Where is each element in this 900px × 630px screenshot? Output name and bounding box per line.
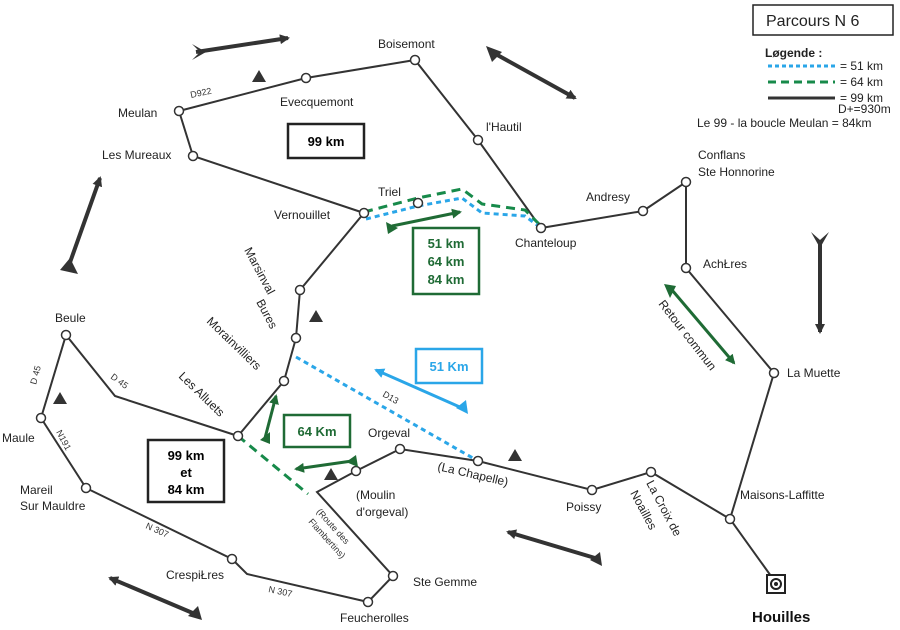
variant-arrows	[260, 208, 736, 473]
place-poissy: Poissy	[566, 500, 601, 514]
box-99-84km: 99 km et 84 km	[146, 438, 226, 504]
place-morainvilliers: Morainvilliers	[204, 314, 264, 373]
place-chanteloup: Chanteloup	[515, 236, 577, 250]
place-orgeval: Orgeval	[368, 426, 410, 440]
place-ste-gemme: Ste Gemme	[413, 575, 477, 589]
place-conflans-2: Ste Honnorine	[698, 165, 775, 179]
climb-markers	[53, 70, 522, 480]
place-beule: Beule	[55, 311, 86, 325]
place-conflans: Conflans	[698, 148, 745, 162]
svg-text:51 km: 51 km	[428, 236, 465, 251]
arrow-south-icon	[811, 232, 829, 334]
place-andresy: Andresy	[586, 190, 630, 204]
box-99km: 99 km	[286, 122, 366, 160]
climb-icon	[324, 468, 338, 480]
place-vernouillet: Vernouillet	[274, 208, 331, 222]
route-51km	[295, 196, 542, 463]
place-crespieres: CrespiŁres	[166, 568, 224, 582]
box-51km: 51 Km	[414, 347, 484, 385]
road-d922: D922	[189, 86, 212, 100]
arrow-north-icon	[60, 176, 103, 274]
place-la-muette: La Muette	[787, 366, 841, 380]
road-d13: D13	[381, 389, 400, 406]
climb-icon	[309, 310, 323, 322]
box-51-64-84km: 51 km 64 km 84 km	[411, 226, 481, 296]
place-moulin-2: d'orgeval)	[356, 505, 408, 519]
place-boisemont: Boisemont	[378, 37, 435, 51]
place-bures: Bures	[253, 297, 280, 331]
place-evecquemont: Evecquemont	[280, 95, 354, 109]
place-acheres: AchŁres	[703, 257, 747, 271]
arrow-blue-icon	[374, 368, 468, 414]
legend-elevation: D+=930m	[838, 102, 891, 116]
place-les-alluets: Les Alluets	[176, 369, 227, 419]
houilles-marker	[766, 574, 786, 594]
climb-icon	[508, 449, 522, 461]
title-box: Parcours N 6	[752, 4, 894, 36]
place-maisons-laffitte: Maisons-Laffitte	[740, 488, 825, 502]
place-marsinval: Marsinval	[241, 245, 277, 297]
arrow-west-icon	[108, 576, 202, 620]
arrow-green-icon	[294, 455, 358, 473]
route-nodes	[35, 54, 780, 608]
place-mareil: Mareil	[20, 483, 53, 497]
box-64km: 64 Km	[282, 413, 352, 449]
legend-note: Le 99 - la boucle Meulan = 84km	[697, 116, 871, 130]
arrow-green-icon	[386, 208, 462, 234]
route-64km	[237, 187, 543, 496]
place-triel: Triel	[378, 185, 401, 199]
svg-text:64 km: 64 km	[428, 254, 465, 269]
place-hautil: l'Hautil	[486, 120, 522, 134]
place-houilles: Houilles	[752, 609, 810, 626]
road-n307-south: N 307	[268, 584, 294, 599]
legend-64-label: = 64 km	[840, 75, 883, 89]
place-maule: Maule	[2, 431, 35, 445]
legend-99-label: = 99 km	[840, 91, 883, 105]
svg-text:64 Km: 64 Km	[297, 424, 336, 439]
arrow-east-icon	[192, 34, 290, 60]
svg-text:99 km: 99 km	[168, 448, 205, 463]
place-meulan: Meulan	[118, 106, 157, 120]
place-la-chapelle: (La Chapelle)	[436, 459, 509, 489]
arrow-southeast-icon	[486, 46, 577, 100]
svg-text:99 km: 99 km	[308, 134, 345, 149]
place-feucherolles: Feucherolles	[340, 611, 409, 625]
svg-text:84 km: 84 km	[168, 482, 205, 497]
legend: Løgende : = 51 km = 64 km = 99 km D+=930…	[697, 46, 891, 130]
place-moulin: (Moulin	[356, 488, 395, 502]
legend-heading: Løgende :	[765, 46, 822, 60]
road-d45-west: D 45	[28, 365, 43, 386]
climb-icon	[252, 70, 266, 82]
arrow-west-icon	[506, 529, 602, 566]
arrow-green-icon	[260, 394, 279, 444]
arrow-retour-commun-icon	[664, 284, 736, 365]
place-les-mureaux: Les Mureaux	[102, 148, 171, 162]
map-title: Parcours N 6	[766, 13, 859, 30]
legend-51-label: = 51 km	[840, 59, 883, 73]
road-d45-east: D 45	[109, 372, 130, 391]
direction-arrows	[60, 34, 829, 620]
place-mareil-2: Sur Mauldre	[20, 499, 86, 513]
svg-text:51 Km: 51 Km	[429, 359, 468, 374]
svg-text:et: et	[180, 465, 192, 480]
climb-icon	[53, 392, 67, 404]
road-n191: N191	[54, 428, 73, 452]
svg-text:84 km: 84 km	[428, 272, 465, 287]
